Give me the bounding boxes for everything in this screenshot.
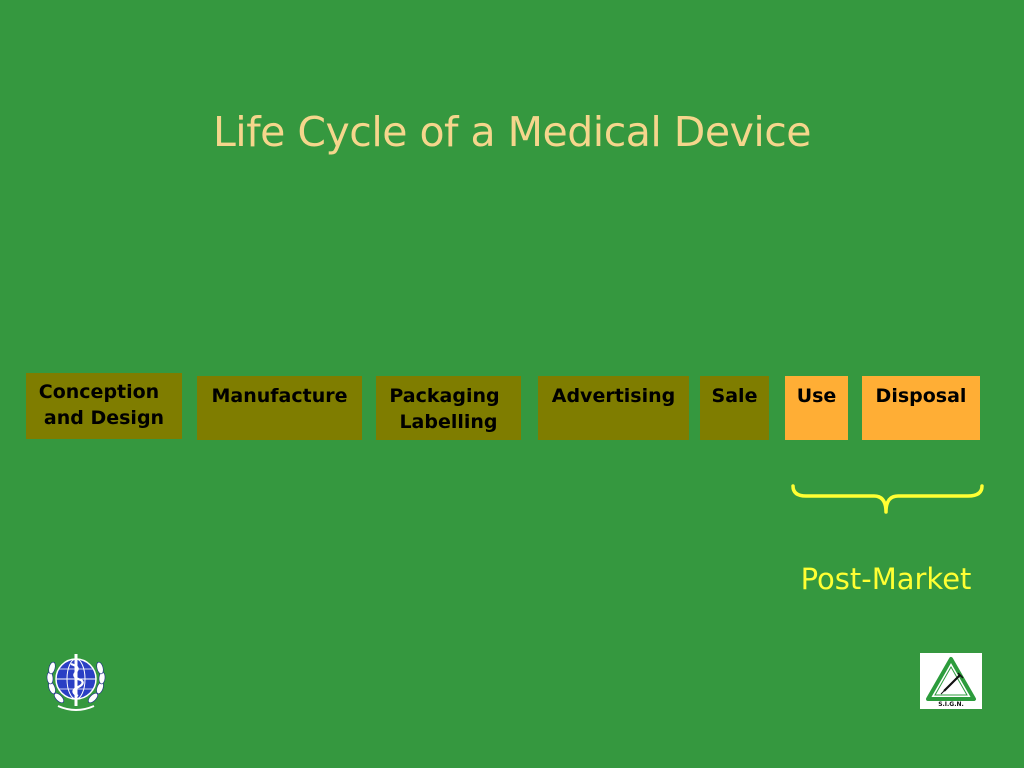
stage-packaging-labelling: Packaging Labelling <box>376 376 521 440</box>
stage-disposal: Disposal <box>862 376 980 440</box>
slide-title: Life Cycle of a Medical Device <box>212 108 812 156</box>
stage-manufacture: Manufacture <box>197 376 362 440</box>
stage-label-line1: Use <box>796 385 837 407</box>
post-market-brace <box>791 484 984 514</box>
stage-label-line1: Disposal <box>875 385 967 407</box>
stage-label-line1: Sale <box>711 385 758 407</box>
who-emblem-icon <box>46 654 106 711</box>
stage-label-line1: Manufacture <box>211 385 348 407</box>
stage-label-line1: Conception <box>38 381 160 403</box>
stage-label-line2: Labelling <box>399 411 498 433</box>
sign-logo-text: S.I.G.N. <box>938 701 964 708</box>
sign-logo-icon: S.I.G.N. <box>920 653 982 709</box>
stage-label-line1: Packaging <box>389 385 500 407</box>
stage-sale: Sale <box>700 376 769 440</box>
stage-use: Use <box>785 376 848 440</box>
stage-conception-design: Conception and Design <box>26 373 182 439</box>
stage-label-line1: Advertising <box>551 385 676 407</box>
post-market-label: Post-Market <box>800 562 972 596</box>
stage-label-line2: and Design <box>43 407 165 429</box>
stage-advertising: Advertising <box>538 376 689 440</box>
